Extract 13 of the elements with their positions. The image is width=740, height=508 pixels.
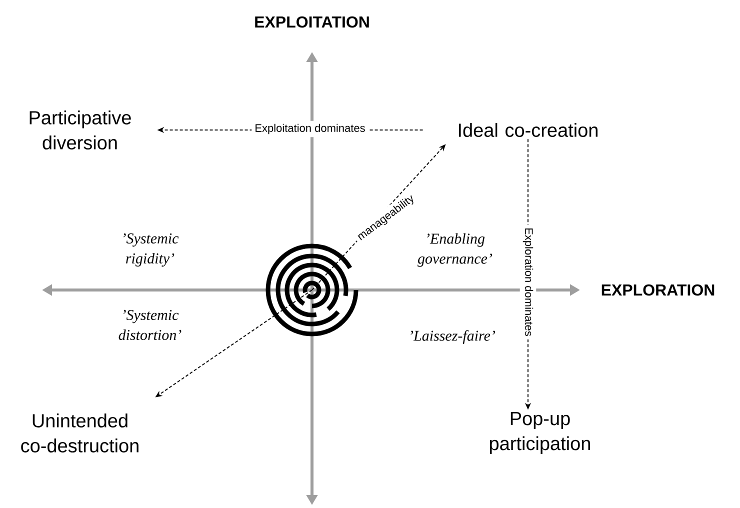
quadrant-label: ’Laissez-faire’ bbox=[410, 330, 495, 344]
quadrant-label: ’Systemic rigidity’ bbox=[124, 233, 179, 267]
node-label: Pop-up participation bbox=[490, 412, 590, 454]
quadrant-label: ’Enabling governance’ bbox=[418, 233, 492, 267]
quadrant-label: ’Systemic distortion’ bbox=[118, 310, 182, 340]
spiral-drawing bbox=[266, 244, 358, 336]
node-label: Ideal co-creation bbox=[459, 123, 598, 137]
axis-label: EXPLORATION bbox=[602, 284, 714, 296]
node-label: Unintended co-destruction bbox=[21, 414, 138, 452]
edge-label: Exploration dominates bbox=[522, 228, 534, 336]
edge-label: Exploitation dominates bbox=[256, 124, 365, 134]
node-label: Participative diversion bbox=[30, 110, 131, 150]
axis-label: EXPLOITATION bbox=[255, 16, 369, 28]
